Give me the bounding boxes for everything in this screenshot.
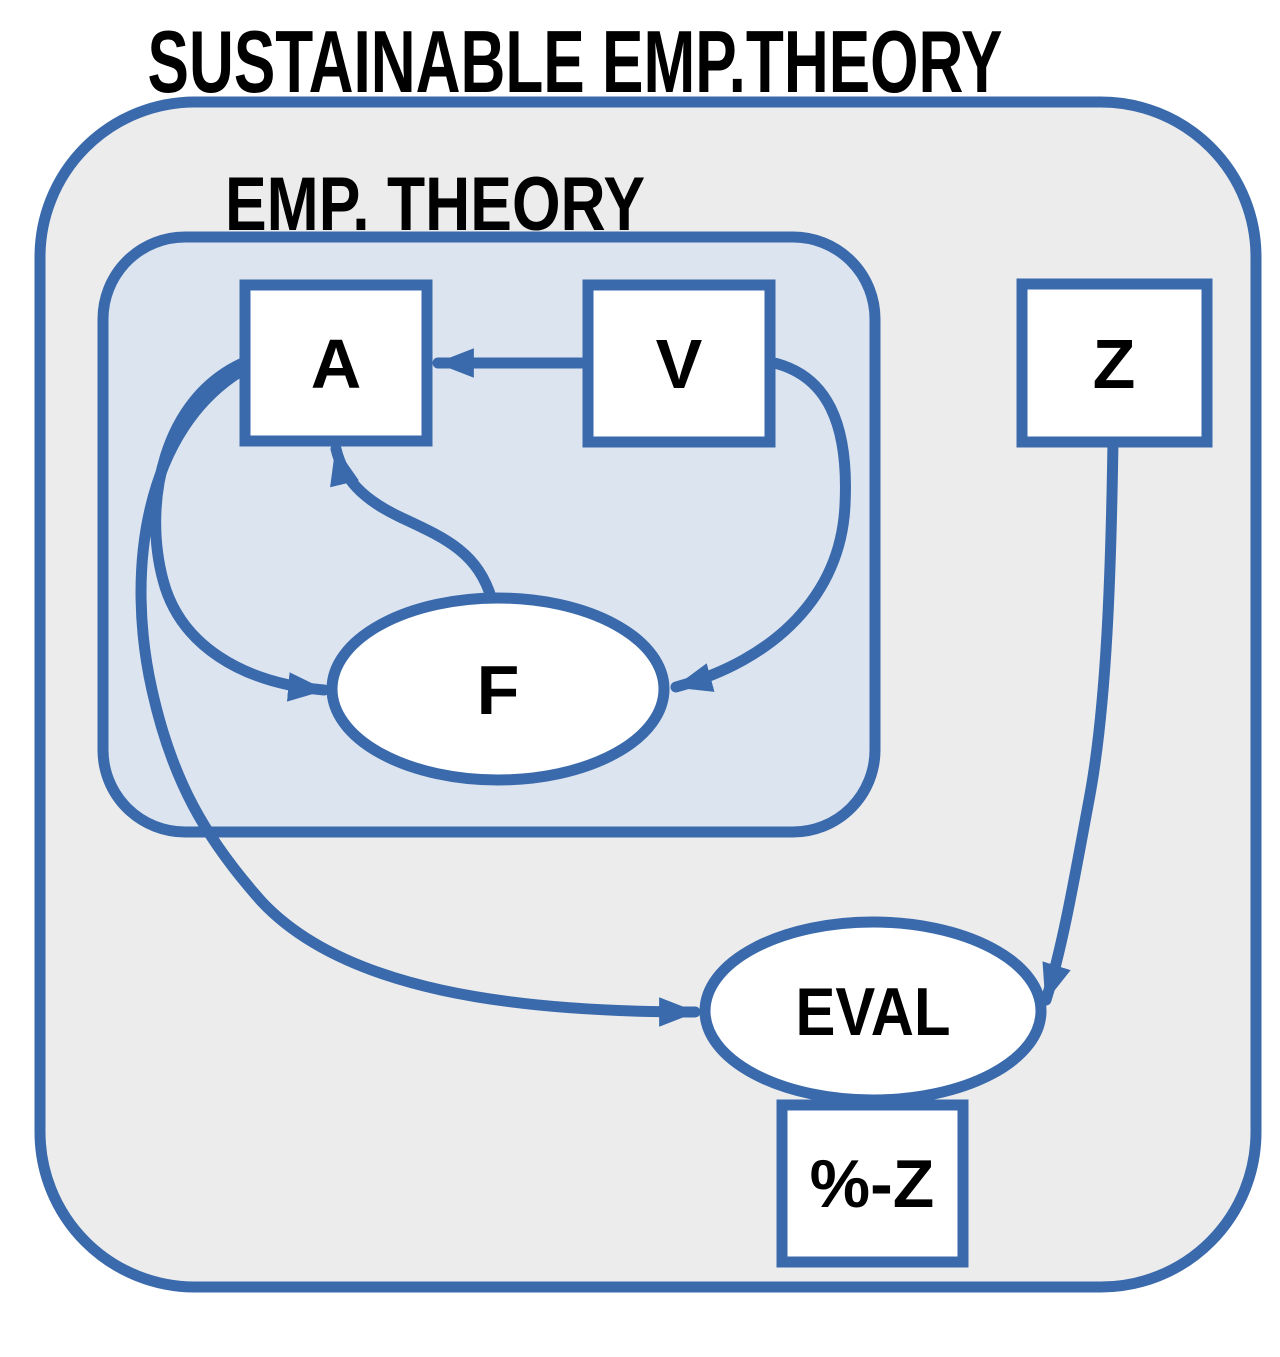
- node-a-box: [239, 279, 433, 447]
- edge-a-to-f: [150, 356, 330, 702]
- nodes: [239, 278, 1213, 1268]
- node-f-ellipse: [326, 592, 670, 786]
- node-f-label: F: [477, 651, 520, 729]
- edge-z-to-eval: [1040, 435, 1119, 1006]
- labels: SUSTAINABLE EMP.THEORY EMP. THEORY A V Z…: [148, 12, 1136, 1222]
- node-pct-z-label: %-Z: [810, 1146, 935, 1222]
- edge-a-to-eval: [135, 362, 701, 1027]
- inner-group-label: EMP. THEORY: [225, 162, 645, 247]
- edge-v-to-f: [670, 356, 851, 693]
- node-a-label: A: [311, 325, 362, 403]
- node-eval-label: EVAL: [796, 974, 951, 1050]
- node-z-label: Z: [1093, 325, 1136, 403]
- node-v-box: [582, 279, 776, 448]
- node-v-label: V: [656, 325, 703, 403]
- page-title: SUSTAINABLE EMP.THEORY: [148, 12, 1003, 111]
- node-z-box: [1016, 278, 1213, 448]
- edge-f-to-a: [330, 443, 498, 606]
- node-pct-z-box: [776, 1099, 969, 1268]
